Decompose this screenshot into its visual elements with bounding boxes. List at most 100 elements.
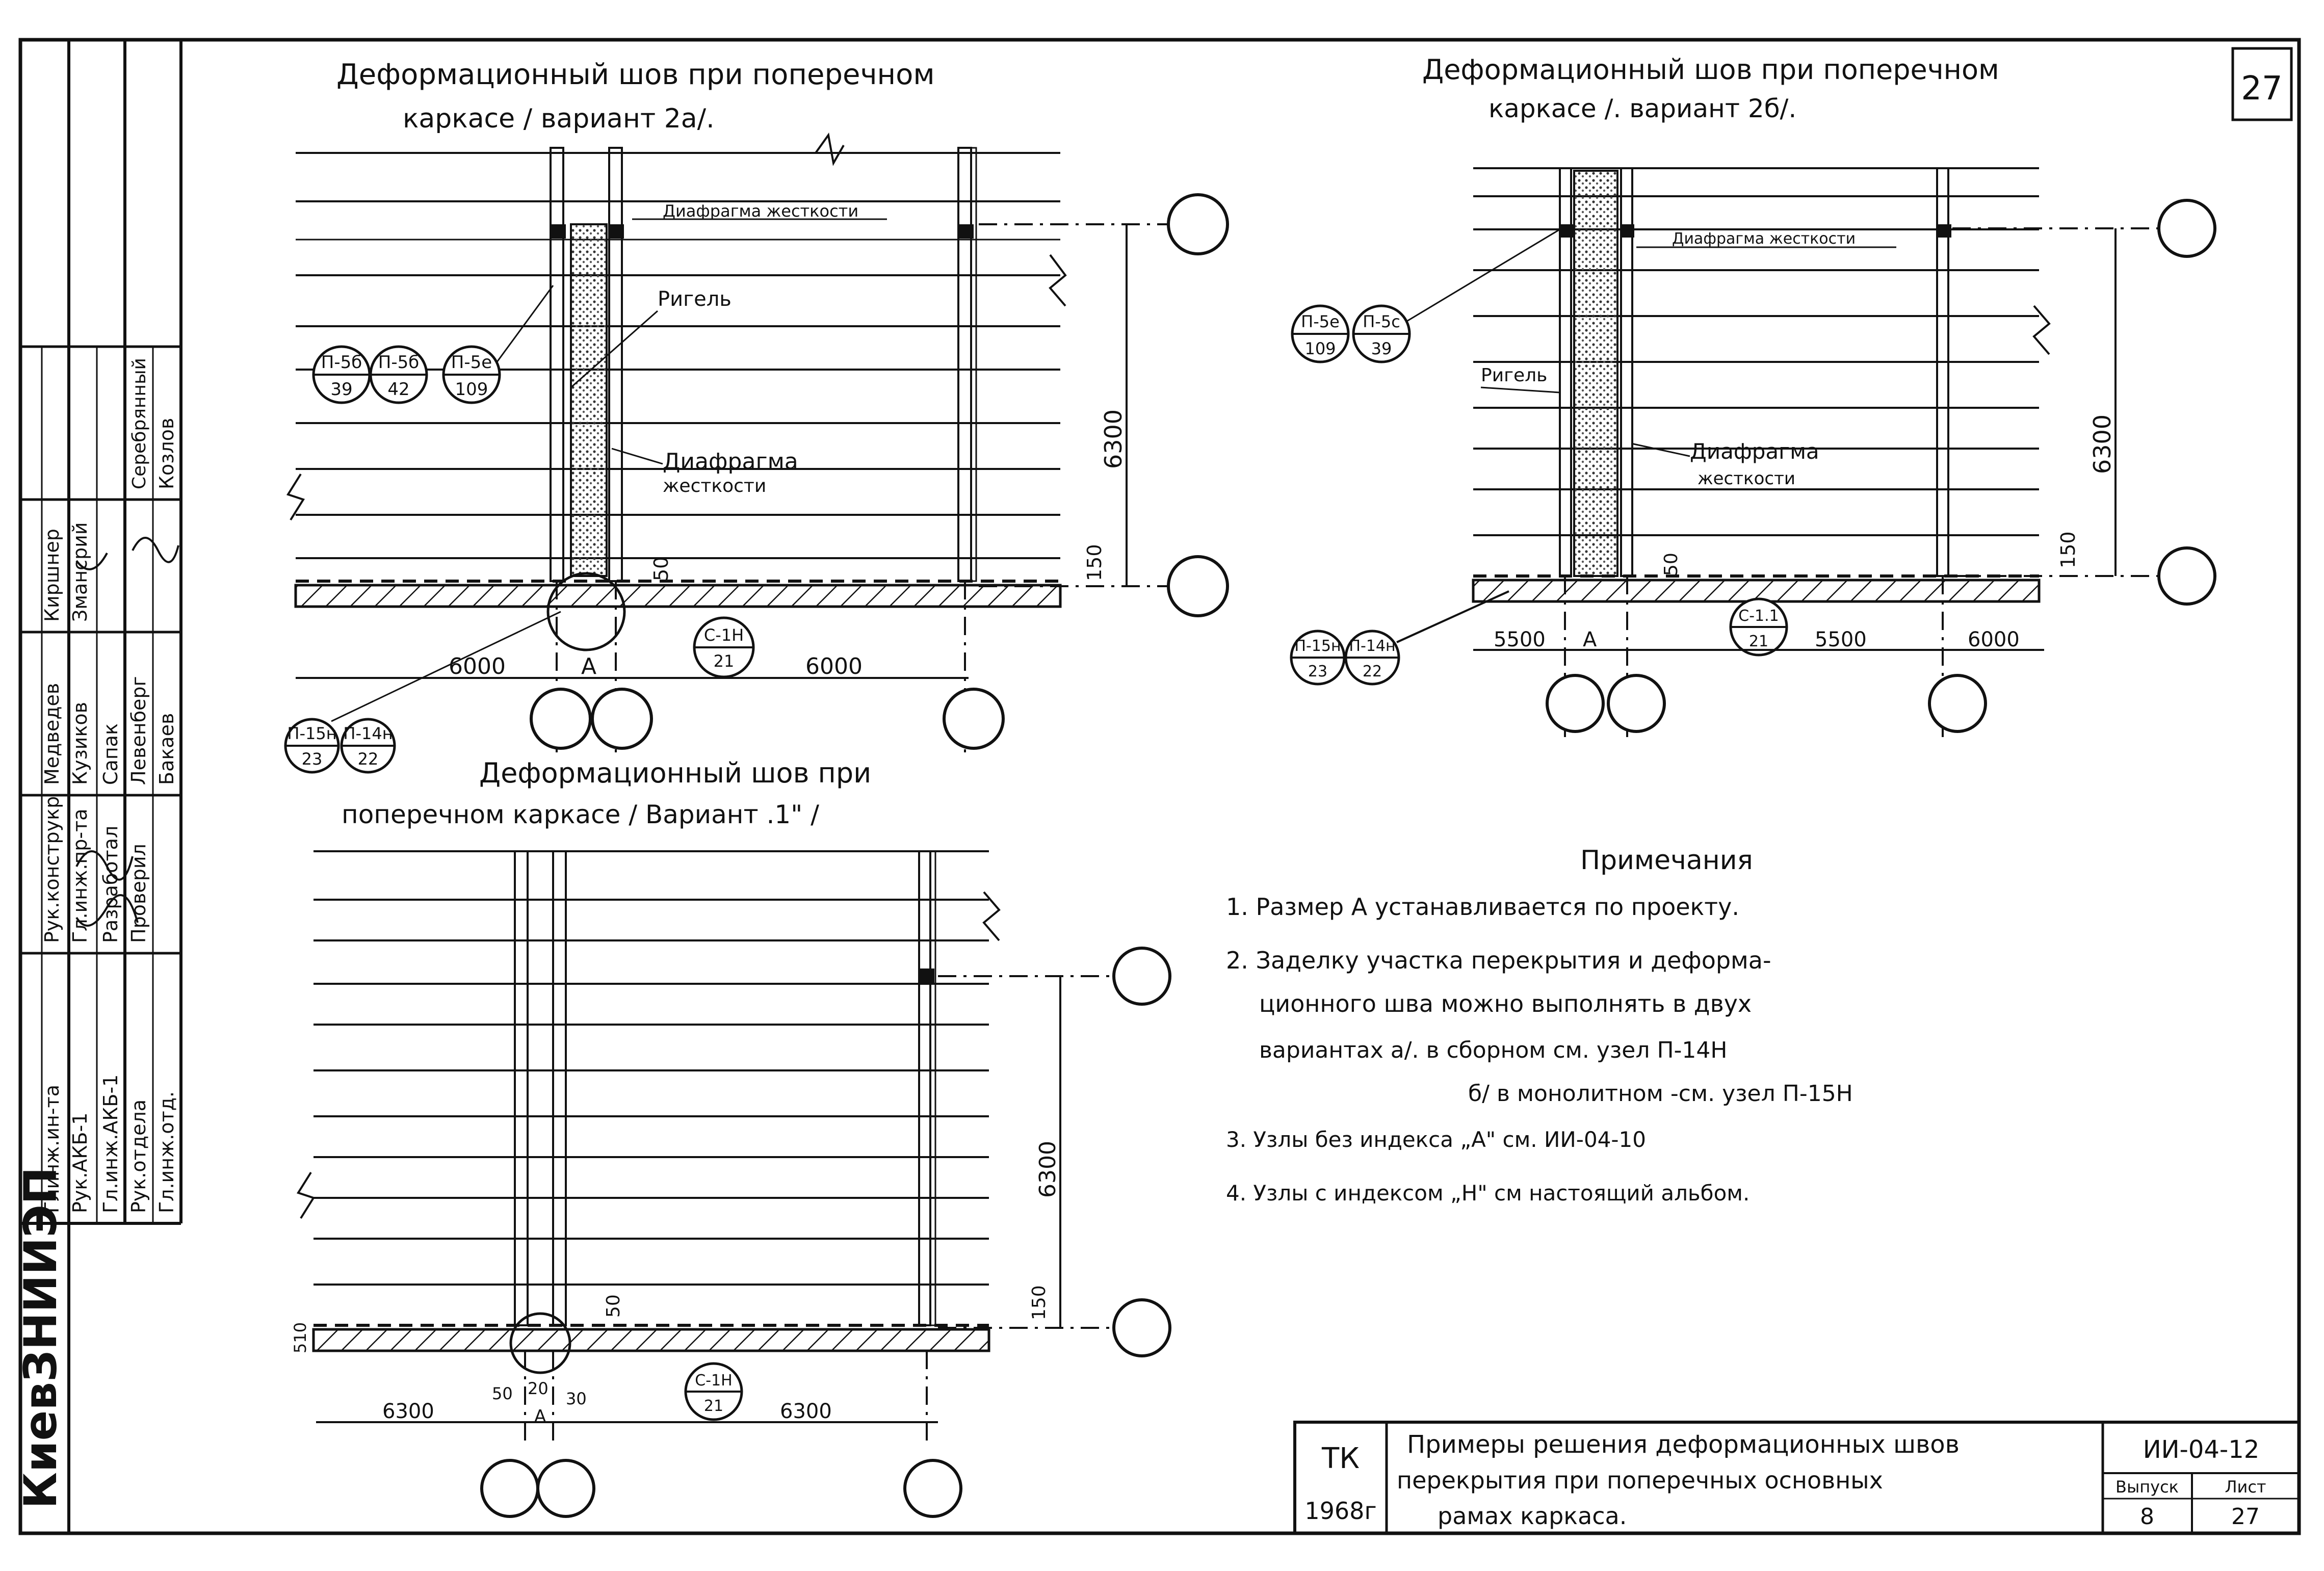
svg-text:П-5б: П-5б <box>378 352 419 373</box>
view-2a-label-diaphragm-2: жесткости <box>663 476 766 496</box>
svg-text:109: 109 <box>455 379 488 400</box>
view-2b-section-tag-bottom: 21 <box>1749 633 1768 650</box>
title-description-2: перекрытия при поперечных основных <box>1397 1467 1883 1494</box>
view-2b: Деформационный шов при поперечном каркас… <box>1290 54 2216 739</box>
view-2a-dim-right: 6000 <box>805 653 863 679</box>
view-2b-dim-a: А <box>1583 628 1597 651</box>
view-1-section-tag-bottom: 21 <box>704 1397 723 1415</box>
view-2b-dim-left: 5500 <box>1494 628 1546 651</box>
sheet-frame <box>18 38 2301 1535</box>
svg-text:22: 22 <box>1363 663 1382 680</box>
view-1: Деформационный шов при поперечном каркас… <box>291 757 1171 1518</box>
svg-text:П-5е: П-5е <box>451 352 492 373</box>
view-2a-dim-150: 150 <box>1083 544 1106 581</box>
svg-text:39: 39 <box>1371 339 1392 358</box>
stamp-name-2: Кузиков <box>69 702 91 785</box>
view-2b-dim-50: 50 <box>1661 553 1682 576</box>
stamp-roles-col2c: Змансрий <box>69 522 91 622</box>
stamp-roles-col2: Рук.АКБ-1 <box>69 1113 91 1213</box>
view-2b-dim-mid: 5500 <box>1815 628 1867 651</box>
stamp-roles-col1c: Киршнер <box>41 529 63 622</box>
svg-text:П-15н: П-15н <box>287 724 336 743</box>
stamp-name-5: Бакаев <box>155 713 178 785</box>
note-line-3: ционного шва можно выполнять в двух <box>1259 990 1752 1017</box>
view-2b-dim-right: 6000 <box>1968 628 2020 651</box>
signature-stamp <box>20 40 182 1533</box>
note-line-4: вариантах а/. в сборном см. узел П-14Н <box>1259 1037 1728 1063</box>
stamp-roles-col1b: Рук.конструкр <box>41 796 63 943</box>
stamp-name-1: Медведев <box>41 683 63 785</box>
stamp-roles-col1: Глинж.ин-та <box>41 1085 63 1213</box>
notes-title: Примечания <box>1580 845 1753 876</box>
title-label-sheet: Лист <box>2225 1477 2266 1497</box>
view-2a: Деформационный шов при поперечном каркас… <box>284 58 1229 774</box>
stamp-roles-col4b: Проверил <box>127 844 150 943</box>
view-2a-dim-height: 6300 <box>1100 409 1127 469</box>
view-2a-dim-left: 6000 <box>449 653 506 679</box>
view-2a-title-line1: Деформационный шов при поперечном <box>336 58 935 91</box>
svg-text:42: 42 <box>387 379 409 400</box>
stamp-roles-col5: Гл.инж.отд. <box>155 1091 178 1213</box>
view-2b-label-diaphragm: Диафрагма <box>1690 439 1819 464</box>
note-line-7: 4. Узлы с индексом „Н" см настоящий альб… <box>1226 1181 1749 1206</box>
org-stamp: КиевЗНИИЭП <box>14 1167 67 1509</box>
view-2a-title-line2: каркасе / вариант 2а/. <box>403 103 715 134</box>
notes-block: Примечания 1. Размер А устанавливается п… <box>1226 845 1853 1206</box>
title-issue: 8 <box>2140 1504 2154 1530</box>
svg-text:23: 23 <box>1308 663 1327 680</box>
view-1-dim-small-right: 30 <box>566 1389 587 1408</box>
view-2b-dim-height: 6300 <box>2088 414 2116 474</box>
note-line-1: 1. Размер А устанавливается по проекту. <box>1226 893 1739 921</box>
view-2a-dim-a: А <box>581 653 596 679</box>
svg-text:23: 23 <box>302 749 323 769</box>
view-2a-section-tag-bottom: 21 <box>714 651 735 671</box>
svg-text:П-14н: П-14н <box>1349 637 1395 655</box>
view-1-dim-a: А <box>534 1406 546 1427</box>
title-code-tk: ТК <box>1321 1442 1360 1475</box>
view-1-dim-small-left: 50 <box>492 1384 513 1403</box>
view-2b-bottom-tags: П-15н 23 П-14н 22 <box>1290 590 1509 686</box>
title-block: ТК 1968г Примеры решения деформационных … <box>1293 1421 2301 1535</box>
view-2b-title-line2: каркасе /. вариант 2б/. <box>1489 94 1796 123</box>
note-line-2: 2. Заделку участка перекрытия и деформа- <box>1226 947 1771 974</box>
view-2a-label-diaphragm-top: Диафрагма жесткости <box>663 201 858 221</box>
view-1-dim-left: 6300 <box>382 1400 434 1423</box>
svg-text:39: 39 <box>330 379 352 400</box>
view-2b-section-tag-top: С-1.1 <box>1738 607 1779 625</box>
stamp-roles-col3: Гл.инж.АКБ-1 <box>99 1075 122 1213</box>
sheet-number: 27 <box>2241 70 2282 108</box>
view-2b-label-diaphragm-2: жесткости <box>1698 468 1795 489</box>
stamp-roles-col3b: Разработал <box>99 826 122 943</box>
view-2b-label-diaphragm-top: Диафрагма жесткости <box>1672 230 1856 248</box>
view-1-title-line2: поперечном каркасе / Вариант .1" / <box>342 800 819 829</box>
title-description-1: Примеры решения деформационных швов <box>1407 1430 1960 1459</box>
svg-text:П-5е: П-5е <box>1301 312 1340 331</box>
stamp-name-3: Сапак <box>99 723 122 785</box>
title-year: 1968г <box>1304 1497 1376 1525</box>
note-line-6: 3. Узлы без индекса „А" см. ИИ-04-10 <box>1226 1127 1646 1152</box>
view-2a-bottom-tags: П-15н 23 П-14н 22 <box>284 611 561 774</box>
view-2b-label-rigel: Ригель <box>1481 365 1547 386</box>
view-2a-tags: П-5б 39 П-5б 42 П-5е 109 <box>312 285 554 404</box>
svg-text:П-14н: П-14н <box>343 724 393 743</box>
stamp-name-4: Левенберг <box>127 676 150 785</box>
view-1-dim-150: 150 <box>1029 1285 1050 1320</box>
view-2a-section-tag-top: С-1Н <box>704 625 744 645</box>
view-1-section-tag-top: С-1Н <box>695 1372 732 1390</box>
view-2a-label-diaphragm: Диафрагма <box>663 449 798 475</box>
stamp-roles-col2b: Гл.инж.пр-та <box>69 809 91 944</box>
note-line-5: б/ в монолитном -см. узел П-15Н <box>1468 1081 1853 1107</box>
view-2b-tags: П-5е 109 П-5с 39 <box>1291 228 1560 363</box>
title-label-issue: Выпуск <box>2116 1477 2179 1497</box>
svg-text:109: 109 <box>1304 339 1336 358</box>
view-1-dim-510: 510 <box>291 1322 310 1353</box>
svg-text:П-15н: П-15н <box>1294 637 1341 655</box>
title-description-3: рамах каркаса. <box>1438 1502 1627 1530</box>
view-2b-dim-150: 150 <box>2057 531 2079 568</box>
title-sheet: 27 <box>2231 1504 2260 1530</box>
svg-text:22: 22 <box>358 749 379 769</box>
view-1-dim-small-mid: 20 <box>528 1379 549 1398</box>
view-1-title-line1: Деформационный шов при <box>479 757 871 789</box>
view-1-dim-50: 50 <box>603 1294 624 1318</box>
